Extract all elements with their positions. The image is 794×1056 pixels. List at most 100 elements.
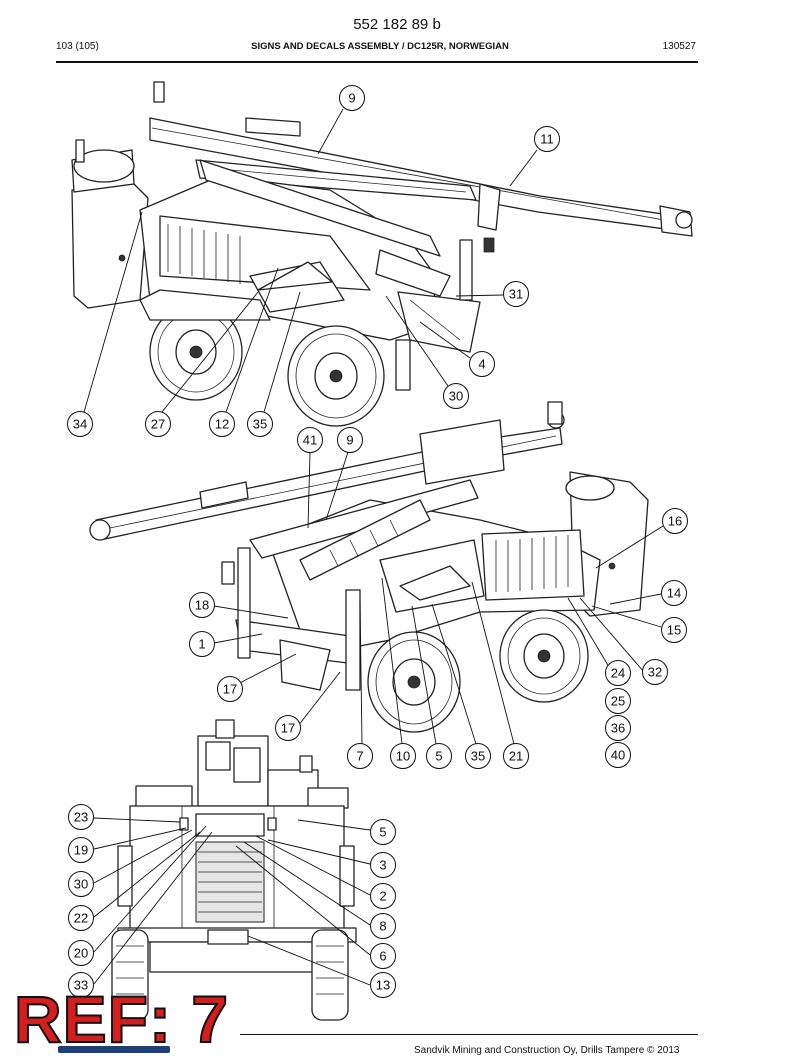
page-title: SIGNS AND DECALS ASSEMBLY / DC125R, NORW… bbox=[251, 41, 509, 52]
callout-35b: 35 bbox=[465, 743, 491, 769]
rear-view-callouts: 23 19 30 22 20 33 5 3 2 8 6 13 bbox=[68, 804, 396, 998]
svg-text:31: 31 bbox=[509, 287, 523, 302]
svg-text:40: 40 bbox=[611, 748, 625, 763]
svg-text:25: 25 bbox=[611, 694, 625, 709]
svg-text:1: 1 bbox=[198, 637, 205, 652]
callout-30: 30 bbox=[443, 383, 469, 409]
svg-text:6: 6 bbox=[379, 949, 386, 964]
svg-text:30: 30 bbox=[449, 389, 463, 404]
svg-text:13: 13 bbox=[376, 978, 390, 993]
callout-31: 31 bbox=[503, 281, 529, 307]
callout-1: 1 bbox=[189, 631, 215, 657]
svg-text:18: 18 bbox=[195, 598, 209, 613]
callout-23: 23 bbox=[68, 804, 94, 830]
svg-text:41: 41 bbox=[303, 433, 317, 448]
callout-32: 32 bbox=[642, 659, 668, 685]
middle-view-callouts: 41 9 16 14 15 18 1 17 17 24 32 25 36 40 … bbox=[189, 427, 688, 769]
svg-text:30: 30 bbox=[74, 877, 88, 892]
svg-text:22: 22 bbox=[74, 911, 88, 926]
callout-41: 41 bbox=[297, 427, 323, 453]
svg-text:24: 24 bbox=[611, 666, 625, 681]
svg-text:9: 9 bbox=[348, 91, 355, 106]
svg-text:5: 5 bbox=[435, 749, 442, 764]
svg-text:35: 35 bbox=[253, 417, 267, 432]
callout-24: 24 bbox=[605, 660, 631, 686]
callout-3: 3 bbox=[370, 852, 396, 878]
svg-text:7: 7 bbox=[356, 749, 363, 764]
svg-text:36: 36 bbox=[611, 721, 625, 736]
callout-11: 11 bbox=[534, 126, 560, 152]
callout-5b: 5 bbox=[370, 819, 396, 845]
svg-text:9: 9 bbox=[346, 433, 353, 448]
svg-text:17: 17 bbox=[223, 682, 237, 697]
top-view-wheel-left bbox=[149, 303, 243, 401]
callout-20: 20 bbox=[68, 940, 94, 966]
callout-22: 22 bbox=[68, 905, 94, 931]
callout-9: 9 bbox=[339, 85, 365, 111]
svg-text:33: 33 bbox=[74, 978, 88, 993]
callout-2: 2 bbox=[370, 883, 396, 909]
svg-text:17: 17 bbox=[281, 721, 295, 736]
callout-8: 8 bbox=[370, 913, 396, 939]
header-rule bbox=[56, 61, 698, 63]
callout-14: 14 bbox=[661, 580, 687, 606]
top-view-callouts: 9 11 31 4 30 34 27 12 35 bbox=[67, 85, 560, 437]
callout-6: 6 bbox=[370, 943, 396, 969]
svg-text:27: 27 bbox=[151, 417, 165, 432]
callout-25: 25 bbox=[605, 688, 631, 714]
callout-33: 33 bbox=[68, 972, 94, 998]
svg-text:35: 35 bbox=[471, 749, 485, 764]
svg-text:19: 19 bbox=[74, 843, 88, 858]
callout-4: 4 bbox=[469, 351, 495, 377]
callout-5: 5 bbox=[426, 743, 452, 769]
svg-text:8: 8 bbox=[379, 919, 386, 934]
svg-text:4: 4 bbox=[478, 357, 485, 372]
callout-10: 10 bbox=[390, 743, 416, 769]
document-code: 130527 bbox=[662, 41, 696, 52]
svg-text:11: 11 bbox=[540, 132, 554, 147]
callout-7: 7 bbox=[347, 743, 373, 769]
svg-text:16: 16 bbox=[668, 514, 682, 529]
svg-text:14: 14 bbox=[667, 586, 681, 601]
callout-35: 35 bbox=[247, 411, 273, 437]
callout-17b: 17 bbox=[275, 715, 301, 741]
ref-stamp: REF: 7 bbox=[13, 982, 230, 1056]
footer-copyright: Sandvik Mining and Construction Oy, Dril… bbox=[414, 1045, 680, 1056]
top-view-drawing bbox=[71, 81, 693, 427]
svg-text:32: 32 bbox=[648, 665, 662, 680]
svg-text:5: 5 bbox=[379, 825, 386, 840]
top-view-wheel-right bbox=[287, 325, 385, 427]
middle-view-drawing bbox=[89, 401, 649, 733]
callout-13: 13 bbox=[370, 972, 396, 998]
rear-view-drawing bbox=[111, 719, 357, 1021]
callout-19: 19 bbox=[68, 837, 94, 863]
middle-view-wheel-front bbox=[367, 631, 461, 733]
svg-text:15: 15 bbox=[667, 623, 681, 638]
leader-lines bbox=[83, 108, 664, 986]
svg-text:20: 20 bbox=[74, 946, 88, 961]
svg-text:3: 3 bbox=[379, 858, 386, 873]
svg-text:2: 2 bbox=[379, 889, 386, 904]
callout-34: 34 bbox=[67, 411, 93, 437]
svg-text:23: 23 bbox=[74, 810, 88, 825]
logo-bar bbox=[58, 1046, 170, 1053]
callout-9b: 9 bbox=[337, 427, 363, 453]
svg-text:34: 34 bbox=[73, 417, 87, 432]
page-number: 103 (105) bbox=[56, 41, 99, 52]
callout-27: 27 bbox=[145, 411, 171, 437]
svg-text:21: 21 bbox=[509, 749, 523, 764]
callout-18: 18 bbox=[189, 592, 215, 618]
callout-21: 21 bbox=[503, 743, 529, 769]
callout-17a: 17 bbox=[217, 676, 243, 702]
callout-12: 12 bbox=[209, 411, 235, 437]
document-number: 552 182 89 b bbox=[353, 16, 441, 33]
callout-15: 15 bbox=[661, 617, 687, 643]
callout-36: 36 bbox=[605, 715, 631, 741]
callout-40: 40 bbox=[605, 742, 631, 768]
callout-30b: 30 bbox=[68, 871, 94, 897]
footer-rule bbox=[240, 1034, 698, 1035]
svg-text:12: 12 bbox=[215, 417, 229, 432]
middle-view-wheel-rear bbox=[499, 609, 589, 703]
callout-16: 16 bbox=[662, 508, 688, 534]
